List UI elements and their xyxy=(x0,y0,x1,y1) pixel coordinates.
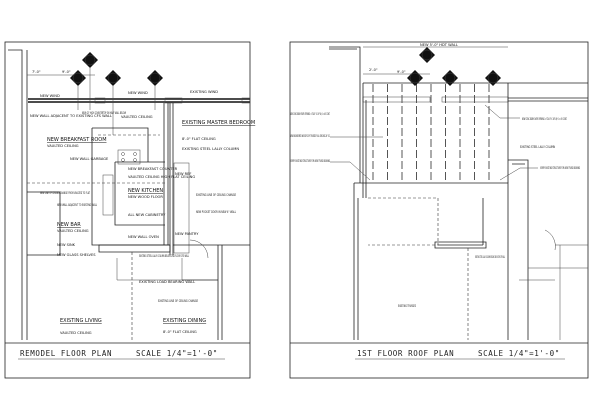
room-label-dining: EXISTING DINING xyxy=(163,318,206,324)
note: NEW WIND xyxy=(128,91,148,95)
dimension-label: 7'-0" xyxy=(32,70,41,74)
first-floor-roof-plan: NEW 5'-0" HDT WALL 2'-0" 9'-0" AA-1 BA-1… xyxy=(289,41,589,379)
room-sub-label: VAULTED CEILING xyxy=(57,229,89,233)
section-marker-b: BA-1 xyxy=(407,70,423,86)
note: NEW WALL ADJACENT TO EXISTING WALL xyxy=(57,203,97,207)
note: NEW 42" HIGH COUNTERTOP ON HALF WALL BEL… xyxy=(82,111,126,115)
svg-text:C: C xyxy=(449,74,452,78)
room-sub-label: 8'-0" FLAT CEILING xyxy=(163,330,197,334)
room-label-bar: NEW BAR xyxy=(57,222,81,228)
section-marker-c: CA-1 xyxy=(105,70,121,135)
note: EXISTING STEEL LALLY COLUMN xyxy=(182,147,239,151)
note: EXISTING LINE OF CEILING CHANGE xyxy=(158,299,198,303)
dimension-label: NEW 5'-0" HDT WALL xyxy=(420,43,458,47)
svg-text:A-1: A-1 xyxy=(412,78,418,82)
svg-text:B: B xyxy=(77,74,80,78)
section-marker-a: AA-1 xyxy=(82,52,98,110)
wall-top xyxy=(28,98,250,103)
note: VAULTED CEILING xyxy=(121,115,153,119)
svg-text:A: A xyxy=(89,56,92,60)
note: VERIFY EXISTING STRUCTURE FOR NEW TRUSS … xyxy=(290,159,330,163)
dimension-label: 9'-0" xyxy=(397,70,406,74)
section-marker-b: BA-1 xyxy=(70,70,86,110)
note: VERIFY EXISTING STRUCTURE FOR NEW TRUSS … xyxy=(540,166,580,170)
wall-bedroom xyxy=(163,103,169,245)
plan-scale: SCALE 1/4"=1'-0" xyxy=(478,349,560,358)
room-sub-label: NEW WOOD FLOOR xyxy=(128,195,163,199)
svg-text:A-1: A-1 xyxy=(87,60,93,64)
room-sub-label: VAULTED CEILING xyxy=(47,144,79,148)
remodel-floor-plan: 7'-0" 9'-0" AA-1 BA-1 CA-1 DA-1 xyxy=(4,41,255,379)
note: VAULTED CEILING HIGH FLAT CEILING xyxy=(128,175,195,179)
note: NEW REF xyxy=(175,172,192,176)
note: ALL NEW CABINETRY xyxy=(128,213,166,217)
dimension-label: 2'-0" xyxy=(369,68,378,72)
note: NEW WALL ADJACENT TO EXISTING CFS WALL xyxy=(30,114,112,118)
room-sub-label: 8'-0" FLAT CEILING xyxy=(182,137,216,141)
pantry xyxy=(173,162,190,254)
room-label-kitchen: NEW KITCHEN xyxy=(128,188,163,194)
note: EXISTING WIND xyxy=(190,90,218,94)
section-marker-d: DA-1 xyxy=(485,70,501,86)
roof-trusses xyxy=(372,84,490,182)
svg-text:A-1: A-1 xyxy=(447,78,453,82)
plan-scale: SCALE 1/4"=1'-0" xyxy=(136,349,218,358)
svg-text:A-1: A-1 xyxy=(424,55,430,59)
wall-left-exterior xyxy=(8,49,28,340)
door-swing xyxy=(189,239,209,259)
svg-text:A-1: A-1 xyxy=(110,78,116,82)
kitchen-walls xyxy=(91,127,170,246)
dimension-label: 9'-0" xyxy=(62,70,71,74)
room-sub-label: VAULTED CEILING xyxy=(60,331,92,335)
plan-title: 1ST FLOOR ROOF PLAN xyxy=(357,349,454,358)
section-marker-a: AA-1 xyxy=(419,47,435,63)
note: NEW GLASS SHELVES xyxy=(57,253,96,257)
bar-counter xyxy=(27,191,61,256)
note: NEW SINK xyxy=(57,243,76,247)
svg-text:A-1: A-1 xyxy=(152,78,158,82)
note: NEW CONC BEAM OVER OPENING = FDL 8" X 16… xyxy=(290,112,330,116)
cooktop xyxy=(117,149,141,165)
note: NEW WALL GARBAGE xyxy=(70,157,109,161)
section-marker-d: DA-1 xyxy=(147,70,163,110)
note: NEW LINE OF CEILING CHANGE FROM VAULTED … xyxy=(40,191,90,195)
sheet-border xyxy=(289,41,589,379)
svg-text:A-1: A-1 xyxy=(75,78,81,82)
room-label-master: EXISTING MASTER BEDROOM xyxy=(182,120,255,126)
note: EXISTING LOAD BEARING WALL xyxy=(139,280,195,284)
svg-text:C: C xyxy=(112,74,115,78)
note: EXISTING LINE OF CEILING CHANGE xyxy=(196,193,236,197)
note: EXISTING STEEL LALLY COLUMN BELOW 2ND FL… xyxy=(475,255,505,259)
svg-text:D: D xyxy=(154,74,157,78)
sheet-border xyxy=(4,41,251,379)
note: EXISTING STEEL LALLY COLUMN BELOW 2ND FL… xyxy=(139,254,189,258)
room-label-living: EXISTING LIVING xyxy=(60,318,102,324)
note: NEW ENGINEERED WOOD ROOF TRUSSES FULL SP… xyxy=(290,134,330,138)
svg-text:B: B xyxy=(414,74,417,78)
note: NEW PANTRY xyxy=(175,232,199,236)
note: EXISTING STEEL LALLY COLUMN xyxy=(520,145,555,149)
svg-text:A-1: A-1 xyxy=(490,78,496,82)
note: NEW CONC BEAM OVER OPENING = FDL 8" X 16… xyxy=(522,117,567,121)
svg-text:D: D xyxy=(492,74,495,78)
note: NEW POCKET DOOR IN NEW 4" WALL xyxy=(196,210,236,214)
note: NEW WIND xyxy=(40,94,60,98)
svg-text:A: A xyxy=(426,51,429,55)
note: EXISTING TRUSSES xyxy=(398,304,416,308)
room-label-breakfast: NEW BREAKFAST ROOM xyxy=(47,137,107,143)
note: NEW BREAKFAST COUNTER xyxy=(128,167,178,171)
note: NEW WALL OVEN xyxy=(128,235,159,239)
plan-title: REMODEL FLOOR PLAN xyxy=(20,349,112,358)
section-marker-c: CA-1 xyxy=(442,70,458,86)
